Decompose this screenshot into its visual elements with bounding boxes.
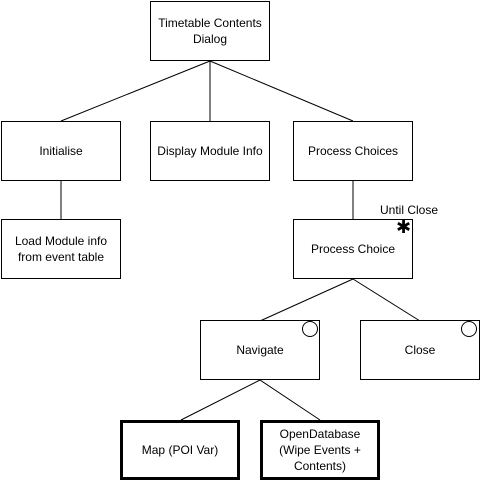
close-label: Close [404,343,436,357]
load-module-info-label: Load Module info from event table [14,234,108,264]
process-choices-node[interactable]: Process Choices [293,121,413,181]
navigate-node[interactable]: Navigate [200,320,320,380]
edge-root-process-choices [209,60,354,122]
display-module-info-label: Display Module Info [157,144,263,158]
edge-navigate-map [180,379,261,421]
process-choice-label: Process Choice [310,242,396,256]
edge-navigate-open-database [259,379,321,421]
edge-process-choice-close [352,278,421,322]
close-node[interactable]: Close [360,320,480,380]
until-close-label: Until Close [380,203,439,217]
navigate-selection-circle-icon [302,321,318,337]
navigate-label: Navigate [236,343,284,357]
process-choices-label: Process Choices [307,144,399,158]
timetable-contents-dialog-node[interactable]: Timetable Contents Dialog [150,1,270,61]
open-database-label: OpenDatabase (Wipe Events + Contents) [279,427,361,473]
iteration-star-icon: ✱ [396,217,412,238]
edge-root-initialise [60,60,211,122]
display-module-info-node[interactable]: Display Module Info [150,121,270,181]
close-selection-circle-icon [461,321,477,337]
edge-process-choice-navigate [259,278,354,322]
map-poi-var-node[interactable]: Map (POI Var) [120,420,240,480]
open-database-node[interactable]: OpenDatabase (Wipe Events + Contents) [260,420,380,480]
timetable-contents-dialog-label: Timetable Contents Dialog [158,16,262,46]
initialise-node[interactable]: Initialise [1,121,121,181]
process-choice-node[interactable]: Process Choice [293,219,413,279]
load-module-info-node[interactable]: Load Module info from event table [1,219,121,279]
map-poi-var-label: Map (POI Var) [141,443,219,457]
initialise-label: Initialise [39,144,83,158]
